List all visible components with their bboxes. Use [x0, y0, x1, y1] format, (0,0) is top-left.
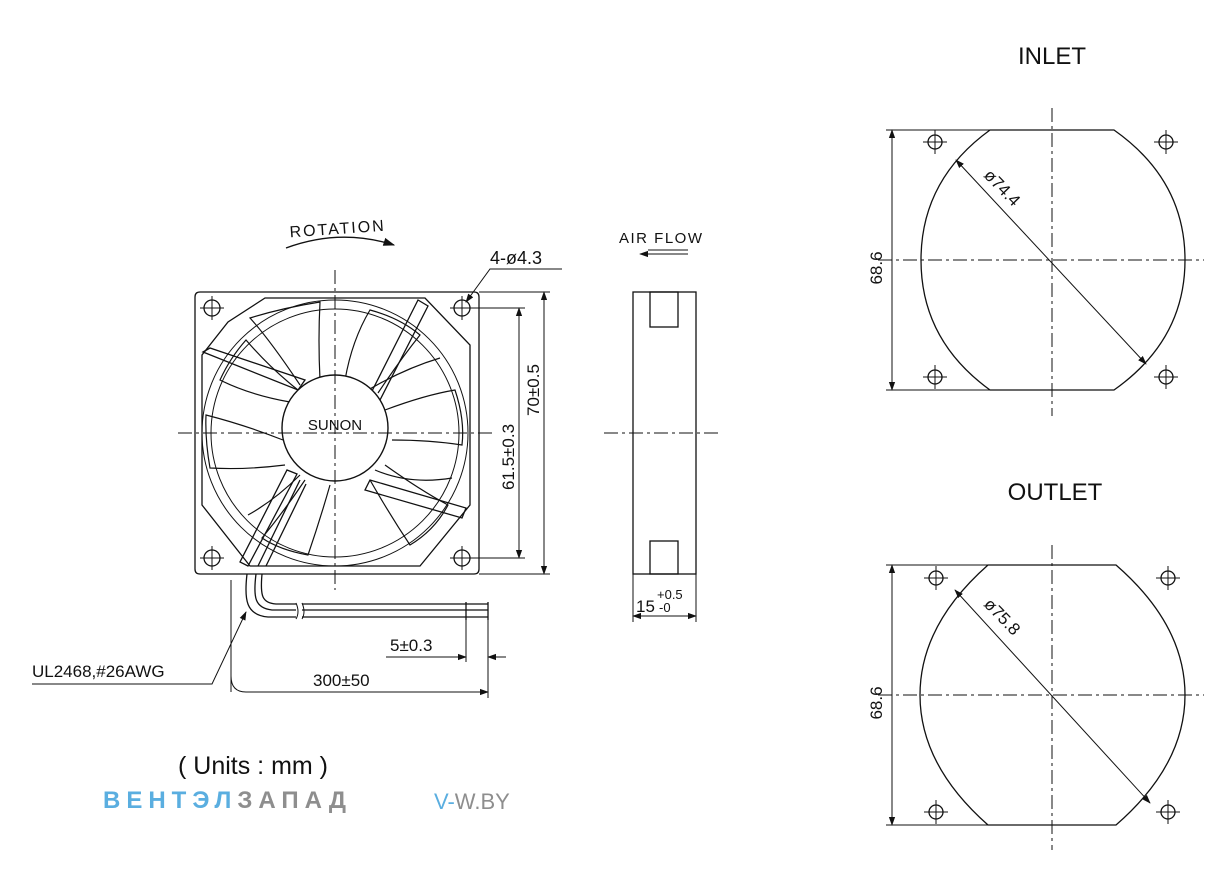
brand-part1: ВЕНТЭЛ — [103, 787, 238, 814]
outlet-view: OUTLET ø75.8 68.6 — [867, 479, 1204, 850]
side-view: AIR FLOW 15 +0.5 -0 — [604, 230, 722, 622]
outlet-holes — [924, 566, 1180, 824]
svg-text:15: 15 — [636, 597, 655, 616]
inlet-view: INLET ø74.4 68.6 — [867, 43, 1204, 416]
site-watermark: V-W.BY — [434, 789, 510, 815]
inlet-height-dim: 68.6 — [867, 129, 990, 391]
dim-frame-size: 70±0.5 — [479, 291, 550, 575]
fan-blades — [205, 301, 464, 556]
rotation-arrow — [285, 236, 396, 249]
units-note: ( Units : mm ) — [178, 752, 328, 780]
wire-label: UL2468,#26AWG — [32, 662, 165, 681]
inlet-holes — [923, 130, 1178, 389]
dim-wire-length: 300±50 — [230, 580, 489, 698]
dim-thickness: 15 +0.5 -0 — [632, 574, 697, 622]
airflow-label: AIR FLOW — [619, 230, 704, 247]
outlet-opening — [919, 564, 1186, 826]
svg-text:300±50: 300±50 — [313, 671, 370, 690]
svg-text:61.5±0.3: 61.5±0.3 — [499, 424, 518, 490]
svg-text:-0: -0 — [659, 600, 671, 615]
inlet-opening — [920, 129, 1186, 391]
svg-text:+0.5: +0.5 — [657, 587, 683, 602]
inlet-diameter: ø74.4 — [980, 166, 1024, 210]
fan-frame — [194, 291, 480, 575]
svg-text:68.6: 68.6 — [867, 686, 886, 719]
outlet-title: OUTLET — [1008, 479, 1103, 506]
outlet-height-dim: 68.6 — [867, 564, 988, 826]
svg-text:5±0.3: 5±0.3 — [390, 636, 432, 655]
brand-watermark: ВЕНТЭЛЗАПАД — [103, 787, 352, 815]
fan-wires — [245, 573, 489, 620]
site-prefix: V- — [434, 789, 455, 814]
brand-part2: ЗАПАД — [237, 787, 352, 814]
holes-label: 4-ø4.3 — [490, 248, 542, 268]
front-view: SUNON ROTATION 4-ø4.3 61.5±0.3 70±0 — [32, 218, 562, 698]
inlet-title: INLET — [1018, 43, 1086, 70]
svg-text:68.6: 68.6 — [867, 251, 886, 284]
rotation-label: ROTATION — [289, 218, 386, 242]
dim-hole-pitch: 61.5±0.3 — [470, 307, 525, 559]
outlet-diameter: ø75.8 — [980, 595, 1024, 639]
site-rest: W.BY — [454, 789, 510, 814]
svg-text:70±0.5: 70±0.5 — [524, 364, 543, 416]
